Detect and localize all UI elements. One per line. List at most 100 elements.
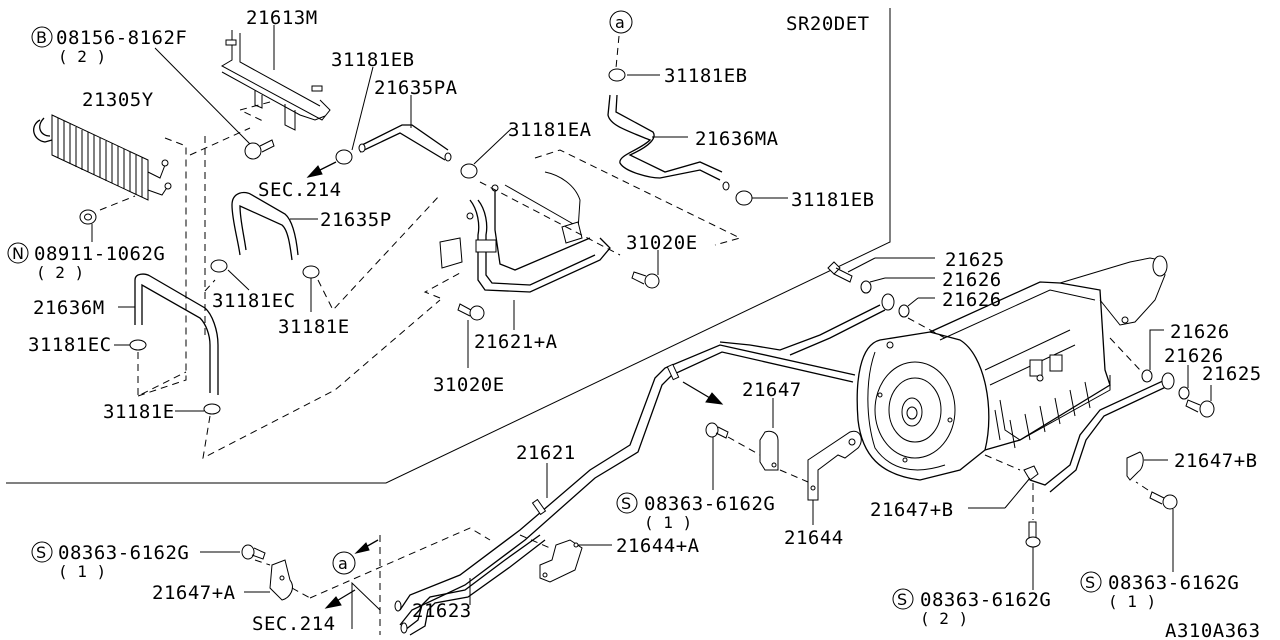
label-21626-d[interactable]: 21626: [1164, 345, 1224, 367]
bolt-31020e-a[interactable]: [631, 250, 660, 289]
label-31181eb-b[interactable]: 31181EB: [664, 65, 748, 87]
clamp-31181ec-a[interactable]: [210, 259, 250, 291]
washer-21626-a[interactable]: [860, 277, 935, 294]
drawing-id: A310A363: [1165, 620, 1261, 640]
label-21626-c[interactable]: 21626: [1170, 321, 1230, 343]
washer-21626-c[interactable]: [1141, 329, 1164, 383]
bracket-21644a[interactable]: [539, 539, 612, 583]
label-31181eb-a[interactable]: 31181EB: [331, 49, 415, 71]
label-21636ma[interactable]: 21636MA: [695, 128, 779, 150]
label-21636m[interactable]: 21636M: [33, 297, 105, 319]
label-21635pa[interactable]: 21635PA: [374, 77, 458, 99]
label-21623[interactable]: 21623: [412, 600, 472, 622]
label-21635p[interactable]: 21635P: [320, 209, 392, 231]
arrow-ref-a: [354, 539, 379, 554]
prefix-s-c-text: S: [1085, 573, 1095, 592]
label-21647b-b[interactable]: 21647+B: [1174, 450, 1258, 472]
transmission-assembly[interactable]: [856, 255, 1168, 481]
label-21625-a[interactable]: 21625: [945, 249, 1005, 271]
label-21647b-a[interactable]: 21647+B: [870, 499, 954, 521]
clamp-31181eb-b[interactable]: [608, 68, 660, 82]
label-08363-6162g-a[interactable]: 08363-6162G: [644, 493, 775, 515]
hose-21635pa[interactable]: [358, 95, 452, 162]
label-08156-8162f[interactable]: 08156-8162F: [56, 27, 187, 49]
label-31181ea[interactable]: 31181EA: [508, 119, 592, 141]
label-08363-6162g-d[interactable]: 08363-6162G: [58, 542, 189, 564]
label-21626-a[interactable]: 21626: [942, 269, 1002, 291]
prefix-n-text: N: [12, 244, 24, 263]
bolt-08363-a[interactable]: [705, 422, 729, 490]
clip-21647b-a[interactable]: [968, 465, 1039, 520]
label-31181ec-b[interactable]: 31181EC: [28, 334, 112, 356]
clamp-31181e-b[interactable]: [175, 403, 221, 415]
label-08911-1062g[interactable]: 08911-1062G: [34, 243, 165, 265]
label-31020e-b[interactable]: 31020E: [433, 374, 505, 396]
washer-21626-b[interactable]: [898, 297, 935, 318]
prefix-circle-b: [31, 26, 53, 48]
label-sec214-b[interactable]: SEC.214: [252, 613, 336, 635]
bolt-08363-b[interactable]: [1025, 521, 1041, 590]
pipe-21623[interactable]: [400, 534, 546, 636]
label-21305y[interactable]: 21305Y: [82, 89, 154, 111]
label-31181e-a[interactable]: 31181E: [278, 316, 350, 338]
hose-21635p[interactable]: [231, 191, 318, 261]
clamp-31181eb-a[interactable]: [335, 66, 374, 165]
qty-08363-d: ( 1 ): [58, 562, 106, 581]
clip-21647a[interactable]: [244, 559, 293, 601]
clamp-31181e-a[interactable]: [302, 265, 320, 312]
label-21644[interactable]: 21644: [784, 527, 844, 549]
qty-08363-b: ( 2 ): [920, 609, 968, 628]
prefix-s-b-text: S: [897, 590, 907, 609]
bolt-31020e-b[interactable]: [457, 303, 485, 368]
bolt-08363-c[interactable]: [1135, 481, 1178, 572]
nut-08911-1062g[interactable]: [79, 209, 97, 242]
clip-a-guide-line: [254, 559, 311, 599]
label-21644a[interactable]: 21644+A: [616, 535, 700, 557]
bolt-08156-8162f[interactable]: [154, 47, 275, 160]
qty-08363-c: ( 1 ): [1108, 592, 1156, 611]
bolt-21625-a[interactable]: [827, 257, 935, 283]
prefix-circle-s-b: [892, 588, 914, 610]
label-08363-6162g-c[interactable]: 08363-6162G: [1108, 572, 1239, 594]
clip-21647b-b[interactable]: [1126, 451, 1168, 481]
label-21647a[interactable]: 21647+A: [152, 582, 236, 604]
prefix-b-text: B: [36, 28, 47, 47]
oil-cooler-21305y[interactable]: [33, 114, 172, 201]
label-sec214-a[interactable]: SEC.214: [258, 179, 342, 201]
label-21647[interactable]: 21647: [742, 379, 802, 401]
bracket-21644[interactable]: [807, 430, 862, 525]
label-31181ec-a[interactable]: 31181EC: [212, 290, 296, 312]
label-21621a[interactable]: 21621+A: [474, 331, 558, 353]
label-08363-6162g-b[interactable]: 08363-6162G: [920, 589, 1051, 611]
prefix-circle-s-c: [1080, 571, 1102, 593]
connector-line: [351, 581, 381, 629]
label-31181eb-c[interactable]: 31181EB: [791, 189, 875, 211]
bolt-21625-b[interactable]: [1185, 385, 1215, 418]
pipe-assembly-21621a[interactable]: [439, 171, 611, 330]
ref-marker-a-top-text: a: [615, 13, 625, 32]
engine-label-sr20det: SR20DET: [786, 13, 870, 35]
pipe-21621[interactable]: [394, 344, 856, 626]
bolt-08363-d[interactable]: [200, 544, 266, 560]
clamp-31181ec-b[interactable]: [114, 339, 147, 351]
bracket-21613m[interactable]: [220, 25, 331, 131]
arrow-sec214-a: [306, 161, 337, 178]
qty-08156: ( 2 ): [58, 47, 106, 66]
clamp-31181eb-c[interactable]: [735, 190, 788, 206]
label-31181e-b[interactable]: 31181E: [103, 401, 175, 423]
hose-21636ma[interactable]: [607, 94, 730, 191]
clip-21647[interactable]: [759, 398, 779, 471]
bracket-guide-lines: [238, 101, 271, 123]
label-31020e-a[interactable]: 31020E: [626, 232, 698, 254]
clamp-31181ea[interactable]: [460, 127, 513, 179]
hose-21636m[interactable]: [118, 273, 219, 395]
label-21625-b[interactable]: 21625: [1202, 363, 1262, 385]
label-21613m[interactable]: 21613M: [246, 7, 318, 29]
mount-rod-front[interactable]: [719, 293, 895, 356]
mount-rod-rear[interactable]: [1029, 372, 1175, 493]
lower-pipe-guide-lines: [309, 527, 551, 635]
washer-21626-d[interactable]: [1178, 365, 1190, 400]
label-21626-b[interactable]: 21626: [942, 289, 1002, 311]
label-21621[interactable]: 21621: [516, 442, 576, 464]
